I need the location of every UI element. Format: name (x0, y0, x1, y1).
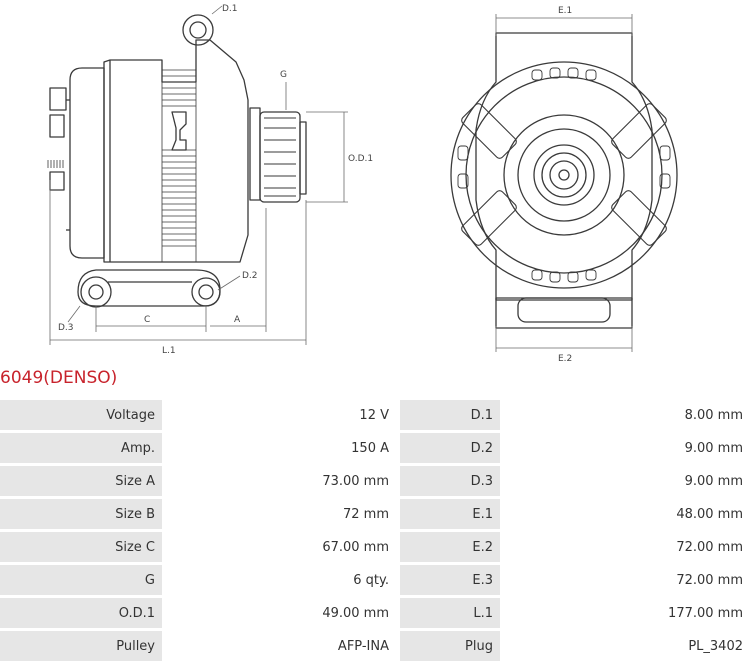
spec-label: O.D.1 (0, 598, 162, 628)
alternator-front-view (450, 32, 678, 329)
spec-gap (396, 532, 400, 562)
spec-label: Size C (0, 532, 162, 562)
spec-gap (396, 466, 400, 496)
spec-gap (396, 565, 400, 595)
spec-value: 67.00 mm (162, 532, 396, 562)
spec-label: Plug (400, 631, 500, 661)
spec-label: Pulley (0, 631, 162, 661)
spec-label: D.1 (400, 400, 500, 430)
spec-label: Size A (0, 466, 162, 496)
spec-label: G (0, 565, 162, 595)
a-dim-label: A (234, 315, 241, 325)
spec-value: 6 qty. (162, 565, 396, 595)
e1-dim-label: E.1 (558, 6, 572, 16)
d3-dim-label: D.3 (58, 323, 74, 333)
alternator-technical-drawing: D.1 G O.D.1 D.2 D.3 C A L.1 E.1 E.2 (47, 4, 678, 364)
spec-value: 9.00 mm (500, 466, 750, 496)
g-dim-label: G (280, 70, 287, 80)
spec-value: 48.00 mm (500, 499, 750, 529)
spec-value: 73.00 mm (162, 466, 396, 496)
alternator-side-view (47, 14, 307, 308)
spec-value: 9.00 mm (500, 433, 750, 463)
spec-label: Size B (0, 499, 162, 529)
spec-label: D.2 (400, 433, 500, 463)
spec-value: 150 A (162, 433, 396, 463)
spec-value: PL_3402 (500, 631, 750, 661)
spec-gap (396, 499, 400, 529)
spec-value: 49.00 mm (162, 598, 396, 628)
od1-dim-label: O.D.1 (348, 154, 373, 164)
spec-label: D.3 (400, 466, 500, 496)
spec-gap (396, 631, 400, 661)
spec-gap (396, 433, 400, 463)
d1-dim-label: D.1 (222, 4, 238, 14)
c-dim-label: C (144, 315, 150, 325)
spec-value: 72 mm (162, 499, 396, 529)
spec-label: E.1 (400, 499, 500, 529)
part-title: 6049(DENSO) (0, 368, 118, 388)
d2-dim-label: D.2 (242, 271, 258, 281)
spec-value: 12 V (162, 400, 396, 430)
l1-dim-label: L.1 (162, 346, 176, 356)
spec-value: AFP-INA (162, 631, 396, 661)
spec-label: E.3 (400, 565, 500, 595)
e2-dim-label: E.2 (558, 354, 572, 364)
spec-value: 72.00 mm (500, 532, 750, 562)
dimension-lines (49, 5, 633, 352)
spec-gap (396, 400, 400, 430)
spec-gap (396, 598, 400, 628)
spec-value: 8.00 mm (500, 400, 750, 430)
spec-value: 177.00 mm (500, 598, 750, 628)
spec-label: L.1 (400, 598, 500, 628)
spec-label: E.2 (400, 532, 500, 562)
spec-label: Amp. (0, 433, 162, 463)
spec-value: 72.00 mm (500, 565, 750, 595)
spec-label: Voltage (0, 400, 162, 430)
